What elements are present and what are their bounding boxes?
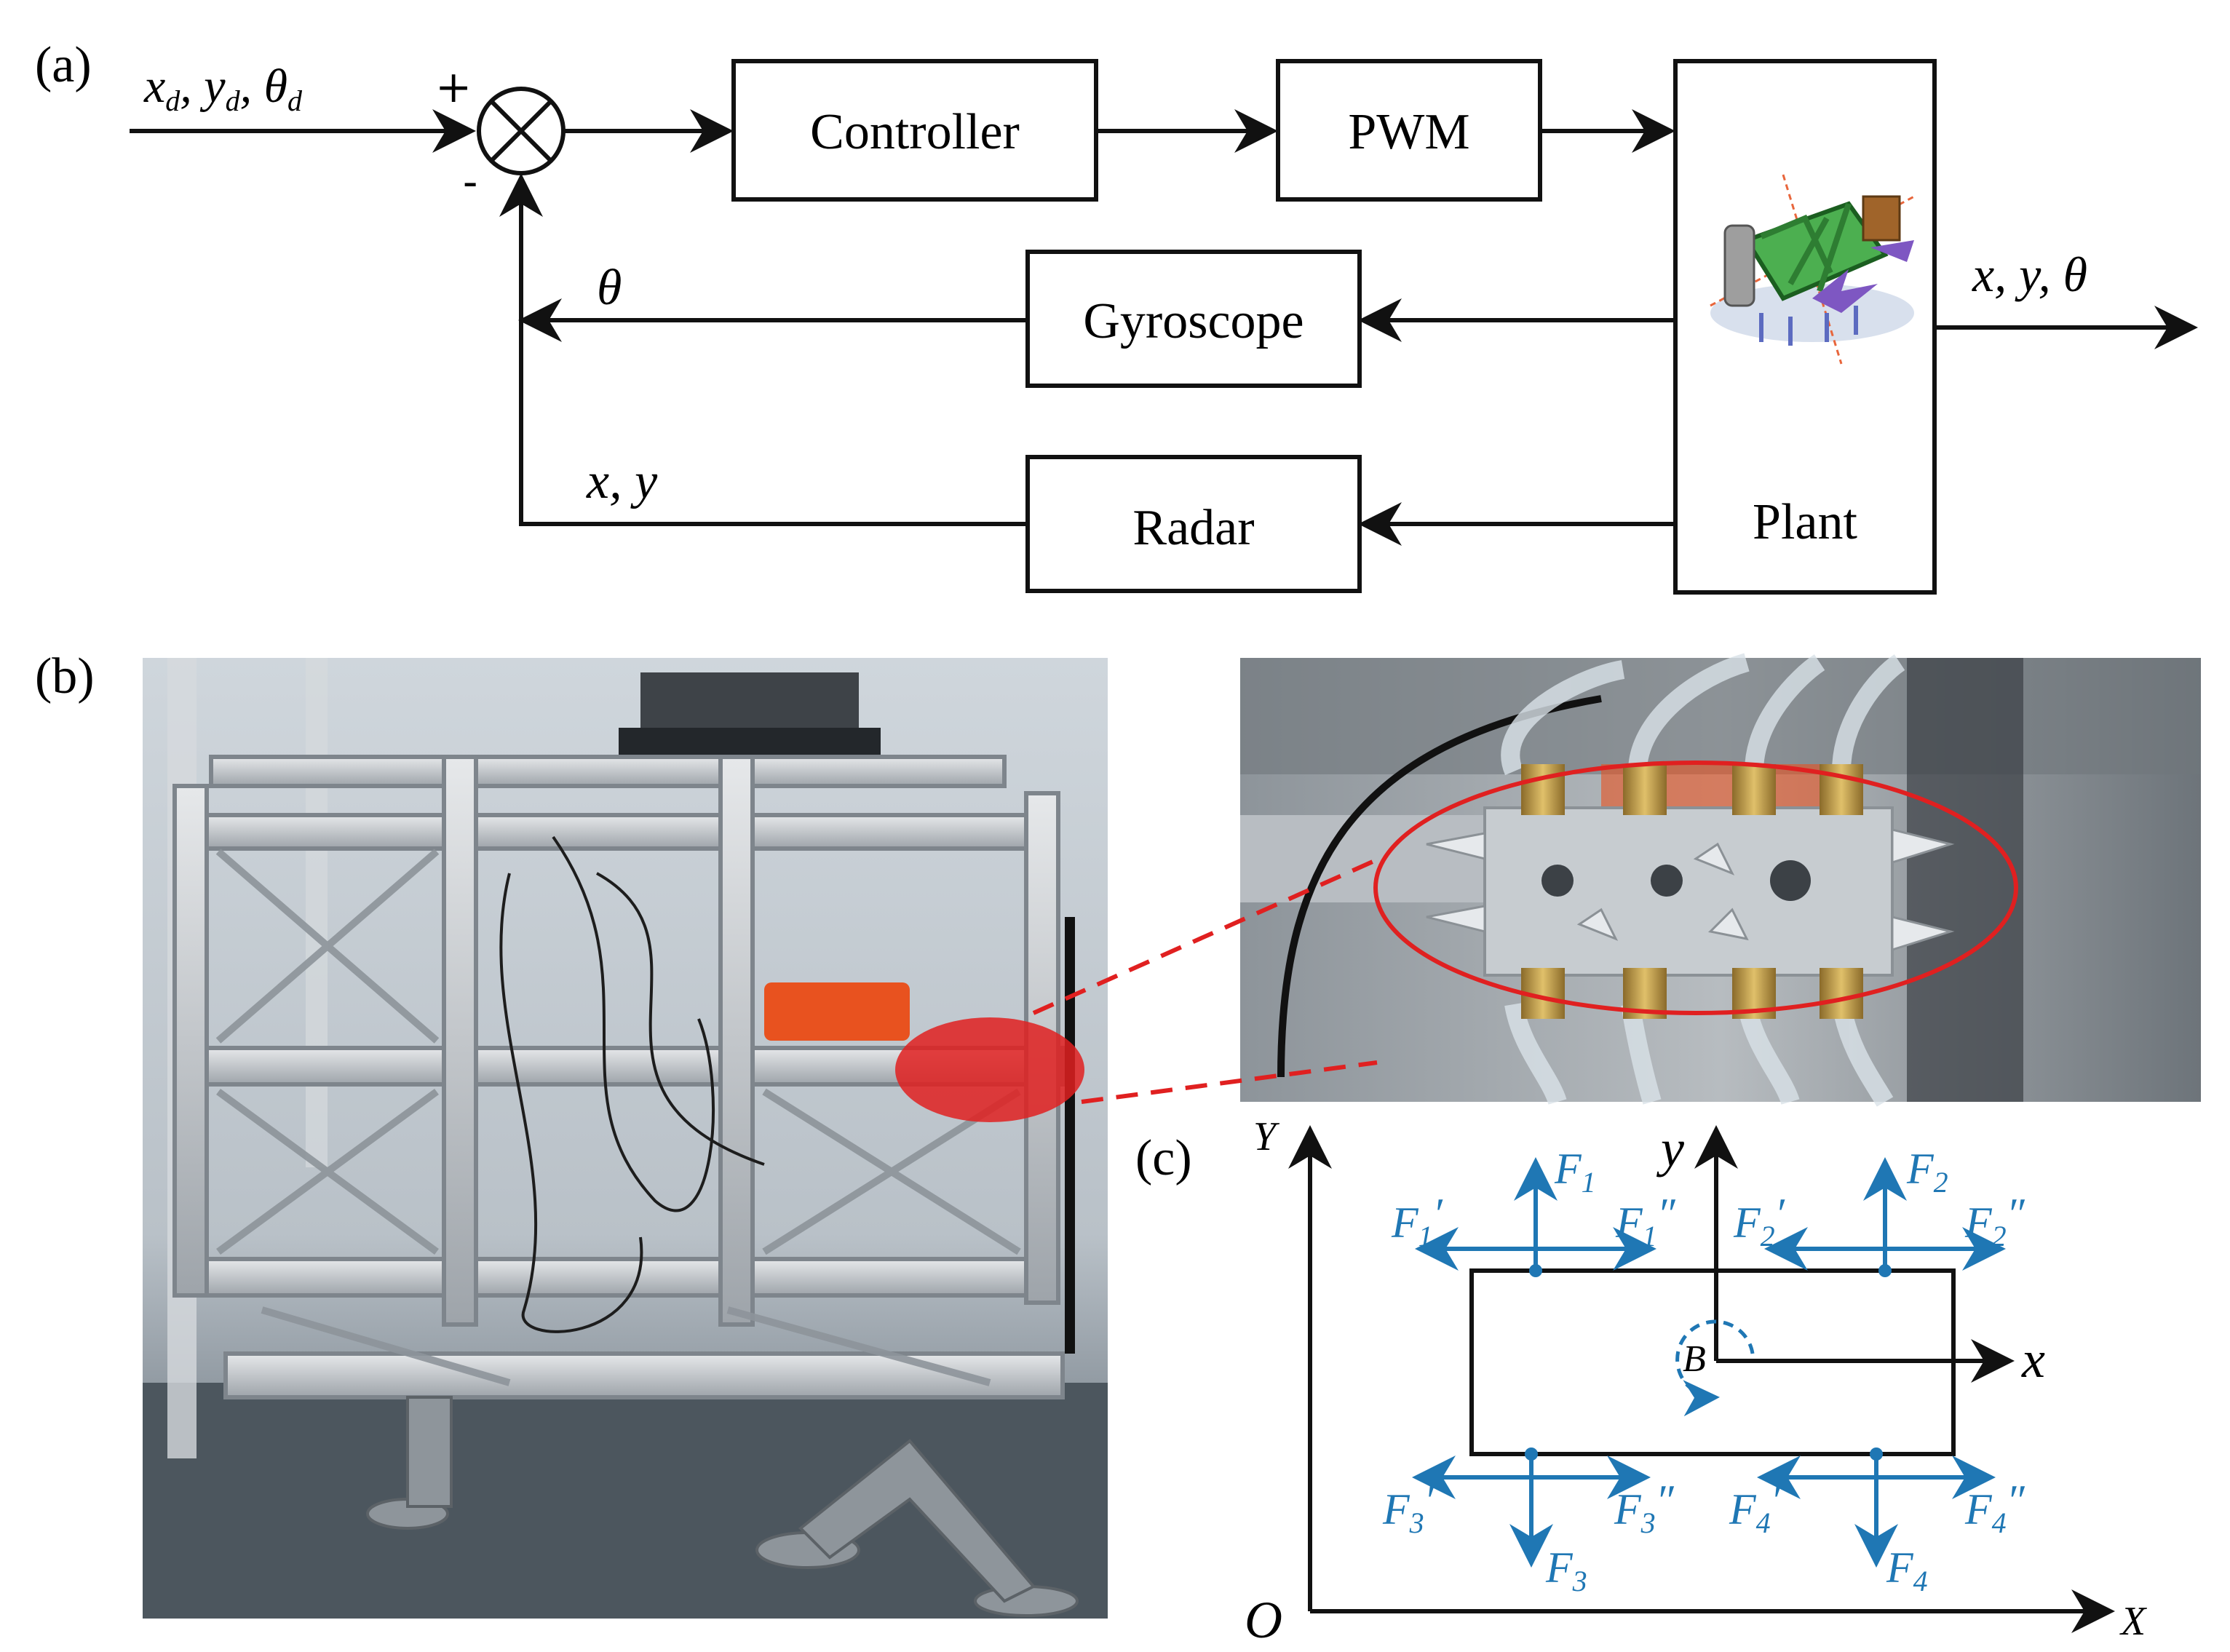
robot-photo <box>143 658 1108 1619</box>
world-x-label: X <box>2119 1599 2148 1644</box>
force-diagram: (c) Y X O y x B F1 F1′ F1″ <box>1135 1114 2148 1649</box>
radar-block <box>1025 455 1362 593</box>
force-f4-prime-label: F4′ <box>1729 1477 1781 1539</box>
force-f3-label: F3 <box>1545 1544 1587 1597</box>
force-f1-prime-label: F1′ <box>1391 1190 1443 1252</box>
gyroscope-block <box>1025 250 1362 388</box>
radar-feedback-arrow <box>499 173 1028 526</box>
robot-illustration <box>1710 174 1915 365</box>
origin-label: O <box>1245 1591 1282 1649</box>
summing-junction <box>477 87 566 175</box>
panel-label-c: (c) <box>1135 1130 1192 1186</box>
force-f2-prime-label: F2′ <box>1733 1190 1785 1252</box>
nozzle-closeup-photo <box>1240 653 2201 1107</box>
zoom-connector <box>1032 859 1378 1104</box>
force-f2-label: F2 <box>1906 1145 1948 1199</box>
plant-label: Plant <box>1753 494 1857 550</box>
input-label: xd, yd, θd <box>143 60 303 117</box>
radar-signal-label: x, y <box>586 453 658 509</box>
force-f4-double-prime-label: F4″ <box>1964 1477 2025 1539</box>
nozzle-highlight <box>895 1017 1084 1122</box>
force-f1-double-prime-label: F1″ <box>1615 1190 1676 1252</box>
force-f4-label: F4 <box>1886 1544 1928 1597</box>
rotation-arrow <box>1675 1319 1755 1417</box>
output-label: x, y, θ <box>1972 247 2087 302</box>
panel-label-a: (a) <box>35 37 92 93</box>
thruster-2: F2 F2′ F2″ <box>1733 1145 2025 1277</box>
force-f1-label: F1 <box>1554 1145 1596 1199</box>
block-diagram: (a) xd, yd, θd + - Controller PWM Plant <box>35 37 2198 595</box>
gyro-signal-label: θ <box>597 260 622 316</box>
body-center-label: B <box>1683 1338 1706 1380</box>
pwm-block <box>1276 59 1542 202</box>
panel-label-b: (b) <box>35 648 95 704</box>
controller-block <box>731 59 1098 202</box>
force-f2-double-prime-label: F2″ <box>1964 1190 2025 1252</box>
gyroscope-label: Gyroscope <box>1083 293 1304 349</box>
pwm-label: PWM <box>1348 104 1469 160</box>
force-f3-prime-label: F3′ <box>1382 1477 1435 1539</box>
thruster-1: F1 F1′ F1″ <box>1391 1145 1676 1277</box>
body-y-label: y <box>1656 1119 1684 1178</box>
world-y-label: Y <box>1253 1114 1280 1159</box>
body-x-label: x <box>2021 1330 2045 1389</box>
radar-label: Radar <box>1132 500 1254 556</box>
force-f3-double-prime-label: F3″ <box>1614 1477 1675 1539</box>
sum-minus-sign: - <box>463 156 477 207</box>
closeup-highlight-ring <box>1373 761 2018 1015</box>
sum-plus-sign: + <box>435 62 472 113</box>
thruster-3: F3 F3′ F3″ <box>1382 1448 1675 1597</box>
thruster-4: F4 F4′ F4″ <box>1729 1448 2025 1597</box>
controller-label: Controller <box>810 104 1020 160</box>
